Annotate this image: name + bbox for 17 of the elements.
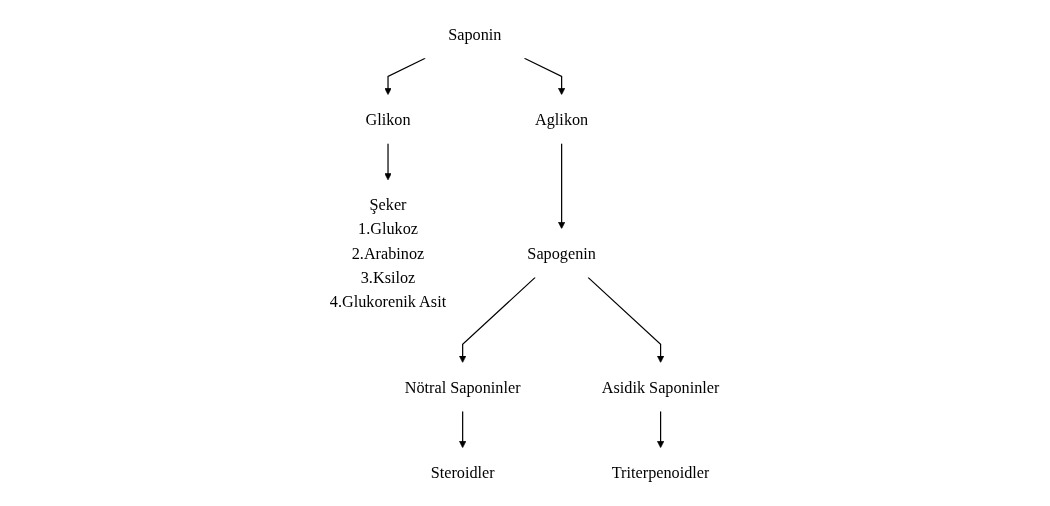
node-text: Triterpenoidler xyxy=(612,463,710,482)
arrow xyxy=(384,57,427,96)
arrow xyxy=(657,410,665,449)
arrow xyxy=(524,57,566,96)
arrow xyxy=(459,410,467,449)
node-text: Nötral Saponinler xyxy=(405,377,521,396)
arrow xyxy=(384,142,392,181)
arrow xyxy=(459,276,537,363)
node-text: Aglikon xyxy=(535,110,589,128)
node-text: Asidik Saponinler xyxy=(602,377,720,396)
node-text: Steroidler xyxy=(430,463,496,482)
node-text: Saponin xyxy=(448,24,502,43)
node-text: Şeker 1.Glukoz 2.Arabinoz 3.Ksiloz 4.Glukorenik Asit xyxy=(330,195,447,311)
arrow xyxy=(558,142,566,229)
arrow xyxy=(587,276,665,363)
node-text: Glikon xyxy=(365,110,411,128)
node-text: Sapogenin xyxy=(527,244,597,262)
